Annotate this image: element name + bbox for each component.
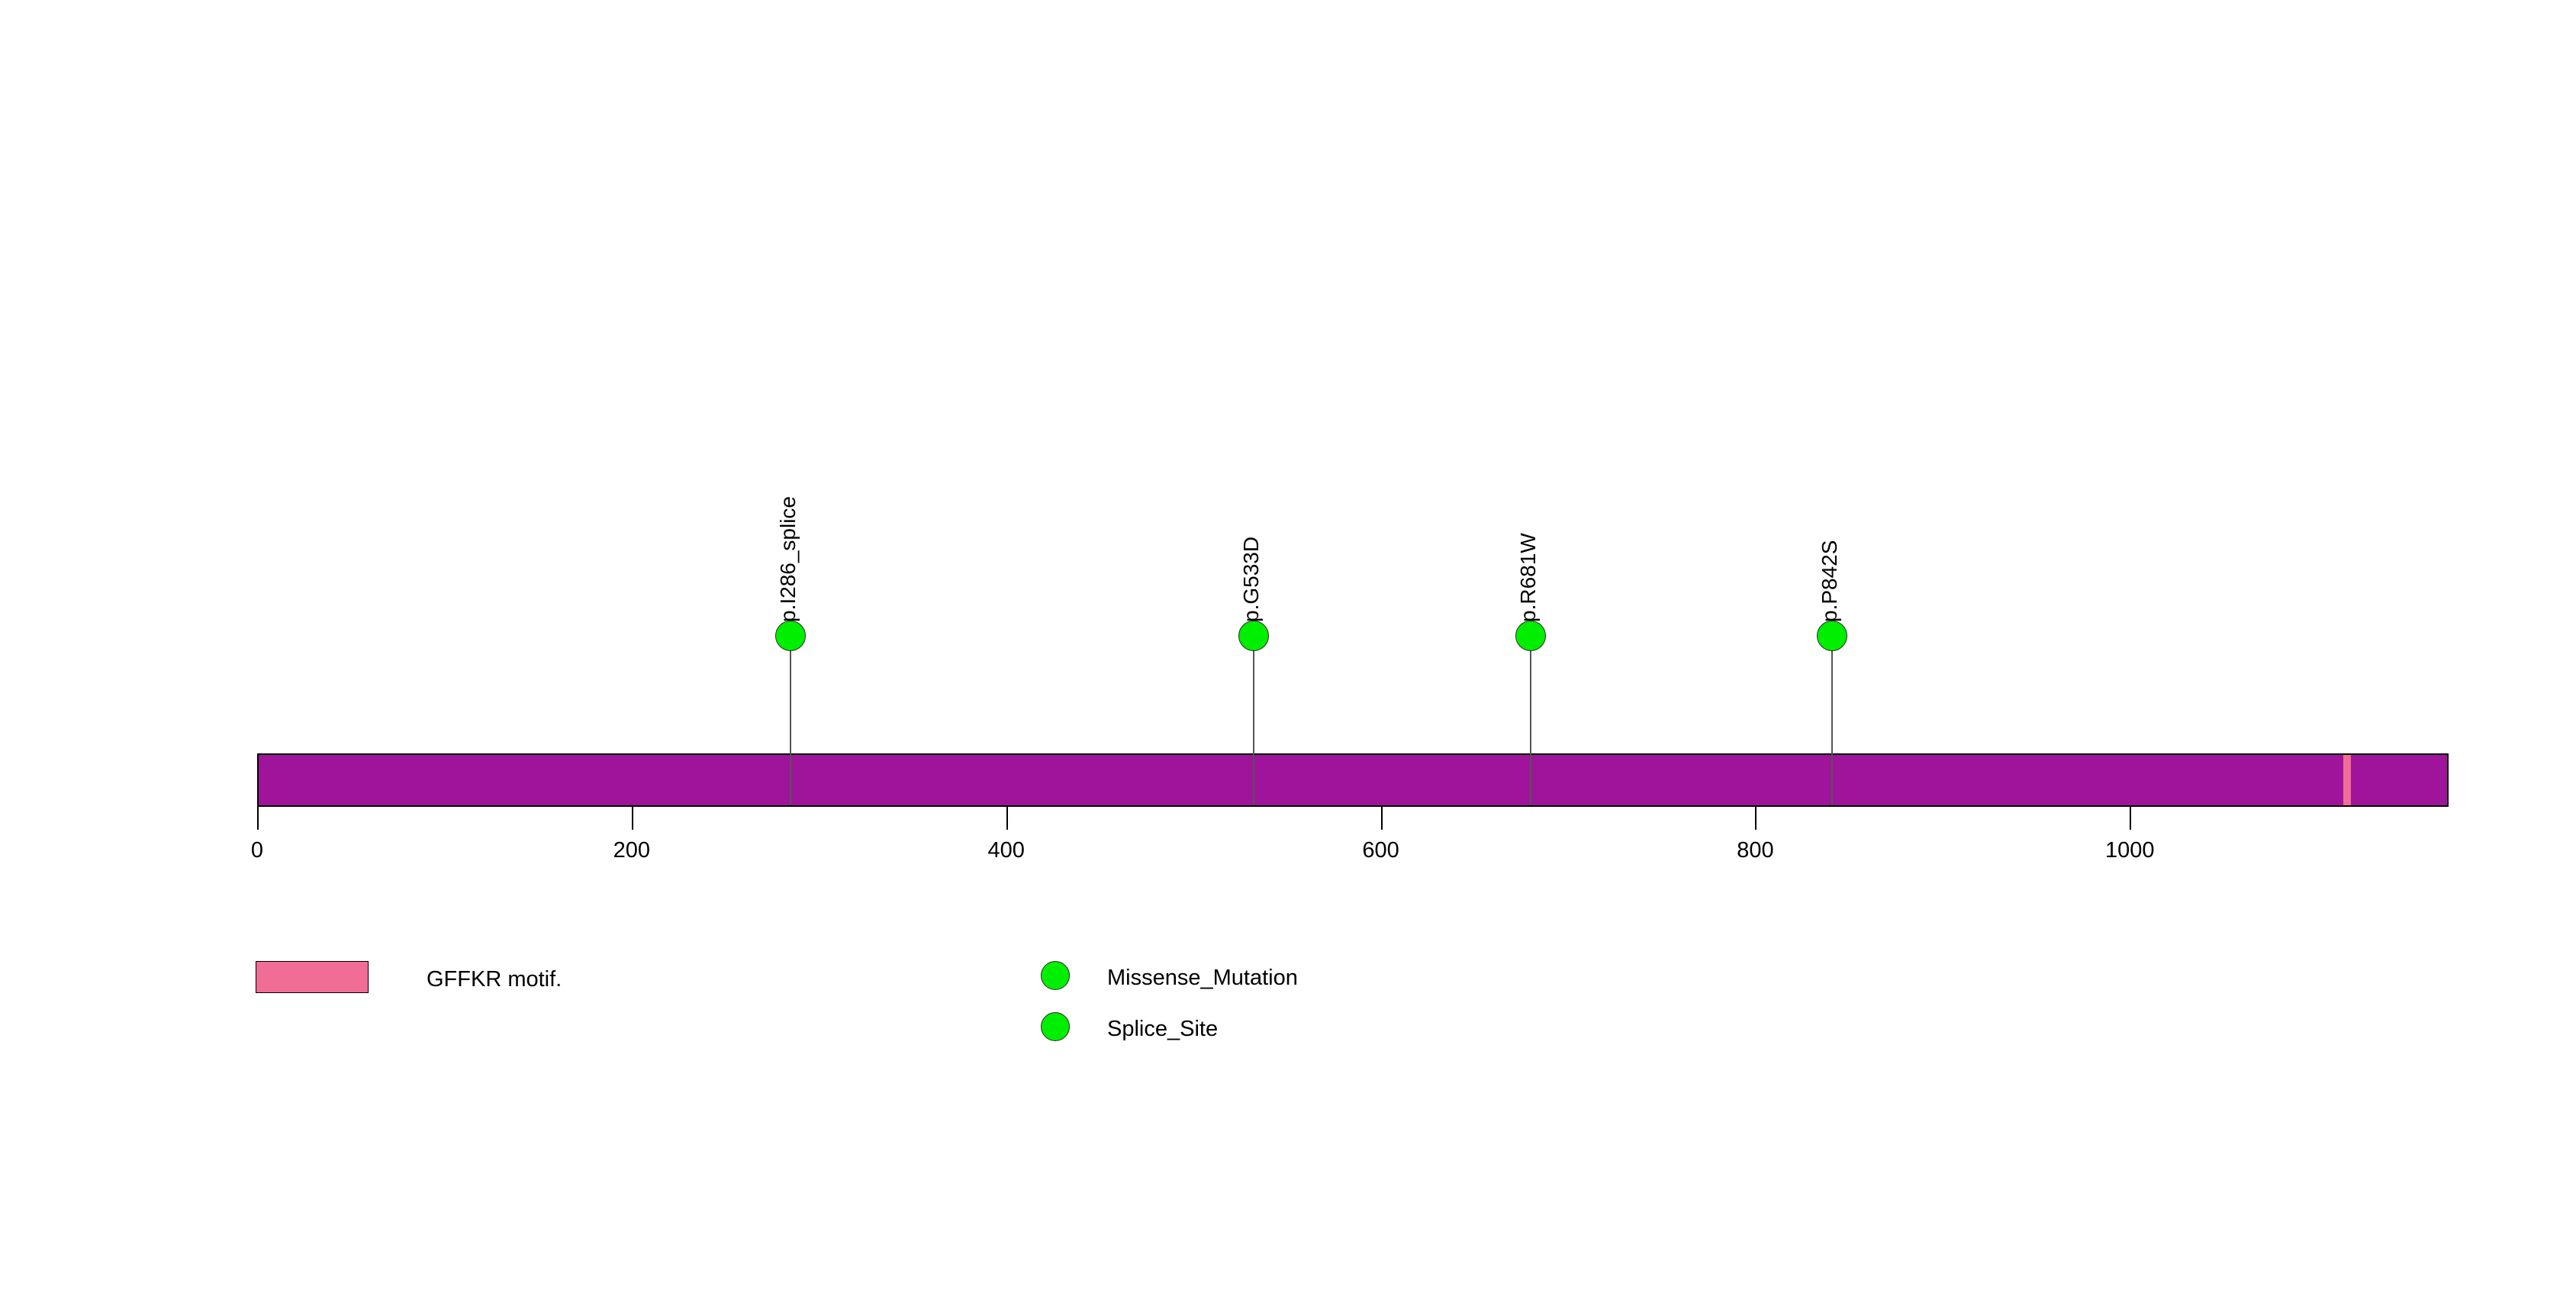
axis-tick-mark (2130, 807, 2132, 830)
axis-tick-mark (1380, 807, 1383, 830)
axis-tick-mark (1755, 807, 1757, 830)
axis-tick-label: 200 (613, 838, 651, 863)
axis-tick-label: 600 (1362, 838, 1399, 863)
lollipop-head-missense-mutation[interactable] (1238, 621, 1269, 651)
lollipop-head-missense-mutation[interactable] (1817, 621, 1848, 651)
axis-tick-mark (257, 807, 259, 830)
axis-tick-label: 0 (250, 838, 264, 863)
legend-mutation-swatch (1041, 1012, 1070, 1041)
axis-tick-label: 1000 (2105, 838, 2155, 863)
lollipop-stem (1252, 636, 1254, 805)
legend-mutation-swatch (1041, 961, 1070, 990)
lollipop-stem (790, 636, 792, 805)
axis-tick-label: 400 (987, 838, 1025, 863)
lollipop-stem (1529, 636, 1531, 805)
axis-tick-mark (631, 807, 633, 830)
lollipop-head-missense-mutation[interactable] (1515, 621, 1546, 651)
legend-mutation-label: Missense_Mutation (1107, 966, 1298, 990)
mutation-label: p.G533D (1238, 536, 1263, 622)
lollipop-head-splice-site[interactable] (775, 621, 807, 651)
mutation-label: p.P842S (1818, 540, 1842, 622)
protein-domain-region (2343, 755, 2351, 805)
mutation-label: p.R681W (1515, 533, 1540, 622)
legend-mutation-label: Splice_Site (1107, 1017, 1219, 1041)
lollipop-stem (1831, 636, 1834, 805)
mutation-label: p.I286_splice (776, 495, 800, 622)
legend-domain-swatch (256, 961, 369, 993)
axis-tick-label: 800 (1737, 838, 1774, 863)
axis-tick-mark (1006, 807, 1008, 830)
legend-domain-label: GFFKR motif. (427, 967, 562, 992)
protein-backbone-bar (257, 753, 2449, 807)
